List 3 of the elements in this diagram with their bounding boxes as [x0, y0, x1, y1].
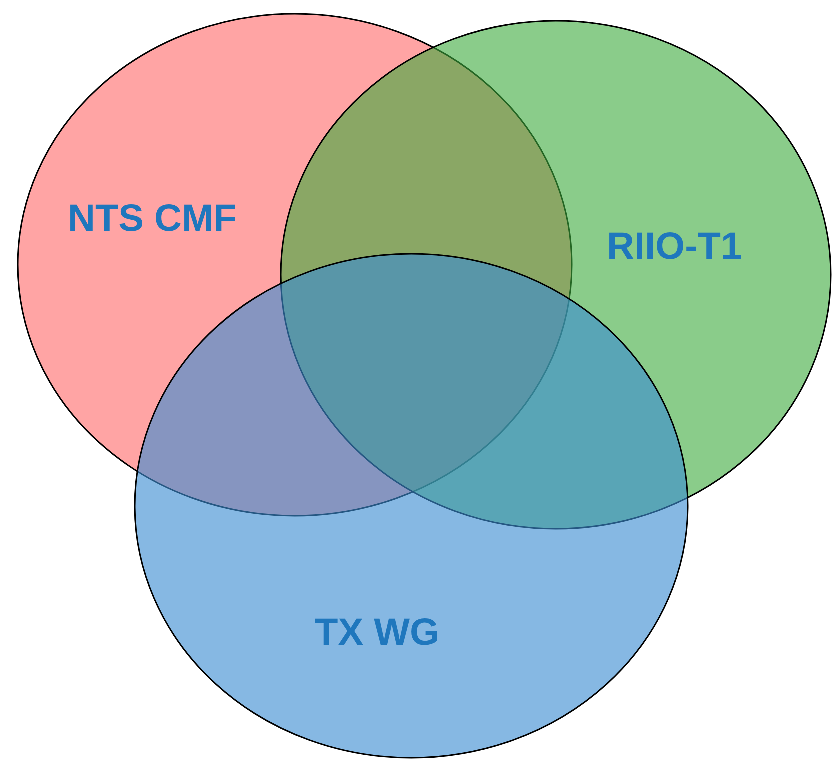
set-label: NTS CMF — [68, 200, 237, 238]
set-label: TX WG — [315, 614, 440, 652]
set-label: RIIO-T1 — [607, 228, 742, 266]
